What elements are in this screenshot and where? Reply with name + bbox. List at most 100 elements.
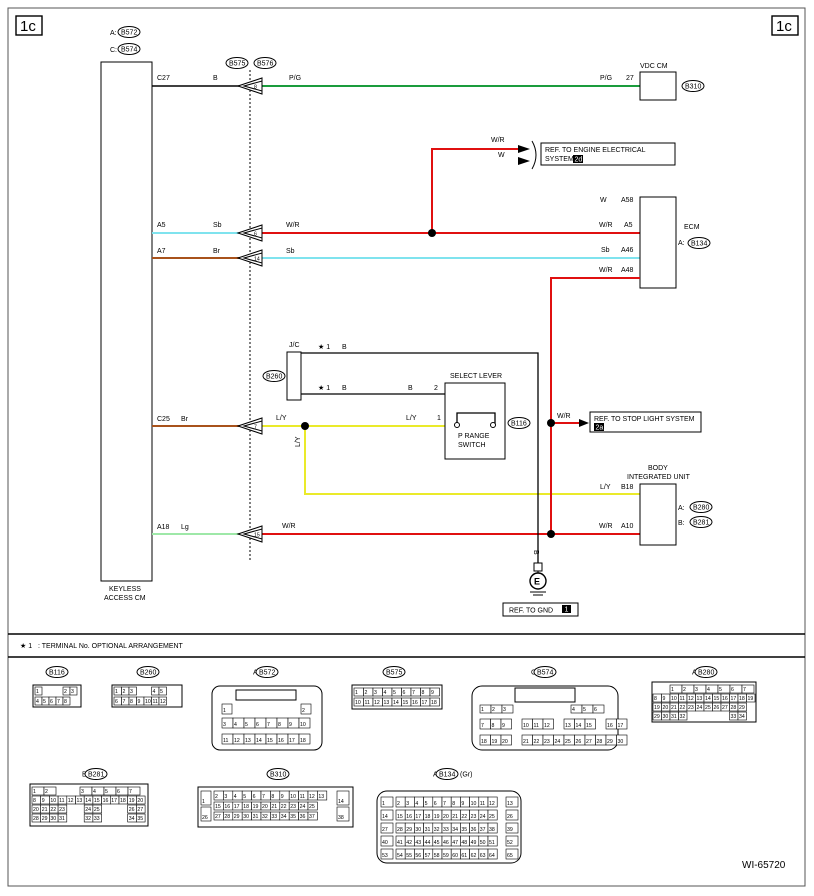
svg-text:4: 4 (153, 689, 156, 695)
connector-view-label: B281 (88, 772, 104, 779)
svg-text:38: 38 (489, 827, 495, 833)
svg-text:2: 2 (683, 687, 686, 693)
svg-text:4: 4 (572, 707, 575, 713)
svg-text:B134: B134 (691, 241, 707, 248)
svg-text:B576: B576 (257, 61, 273, 68)
svg-text:11: 11 (534, 723, 539, 729)
svg-text:C25: C25 (157, 416, 170, 423)
svg-text:P/G: P/G (600, 75, 612, 82)
svg-text:22: 22 (534, 739, 540, 745)
svg-text:8: 8 (654, 696, 657, 702)
svg-text:63: 63 (480, 853, 486, 859)
svg-text:6: 6 (115, 699, 118, 705)
connector-view-label: B574 (537, 670, 553, 677)
svg-text:11: 11 (59, 798, 64, 804)
svg-text:2a: 2a (596, 425, 604, 432)
svg-text:24: 24 (480, 814, 486, 820)
svg-text:★ 1: ★ 1 (318, 343, 330, 351)
svg-text:9: 9 (138, 699, 141, 705)
svg-text:16: 16 (412, 700, 418, 706)
svg-text:B: B (532, 550, 539, 555)
svg-text:18: 18 (120, 798, 126, 804)
svg-text:18: 18 (481, 739, 487, 745)
svg-text:23: 23 (688, 705, 694, 711)
svg-text:2: 2 (215, 794, 218, 800)
svg-text:2: 2 (302, 708, 305, 714)
svg-text:1c: 1c (20, 18, 36, 35)
svg-text:8: 8 (64, 699, 67, 705)
svg-text:16: 16 (722, 696, 728, 702)
svg-text:1: 1 (36, 689, 39, 695)
svg-text:4: 4 (36, 699, 39, 705)
svg-text:3: 3 (224, 794, 227, 800)
svg-text:7: 7 (129, 789, 132, 795)
svg-text:12: 12 (309, 794, 315, 800)
svg-text:17: 17 (731, 696, 737, 702)
svg-text:13: 13 (77, 798, 83, 804)
ecm-box (639, 196, 677, 289)
page-tag-left: 1c (15, 15, 43, 36)
svg-text:1: 1 (355, 690, 358, 696)
svg-text:W/R: W/R (599, 222, 613, 229)
svg-text:A46: A46 (621, 247, 634, 254)
connector-view-label: B116 (49, 670, 65, 677)
svg-text:B: B (342, 344, 347, 351)
svg-text:27: 27 (722, 705, 728, 711)
svg-text:A:: A: (678, 240, 685, 247)
svg-text:24: 24 (85, 807, 91, 813)
svg-text:B18: B18 (621, 484, 634, 491)
connector-view-tag: B:B281 (82, 768, 108, 780)
svg-text:12: 12 (544, 723, 550, 729)
connector-view-tag: B116 (45, 666, 69, 678)
svg-text:41: 41 (397, 840, 403, 846)
svg-text:10: 10 (300, 722, 306, 728)
connector-views: B11612345678B260123456789101112A:B572123… (29, 666, 757, 864)
svg-text:W/R: W/R (286, 222, 300, 229)
svg-text:2: 2 (434, 385, 438, 392)
svg-text:29: 29 (607, 739, 613, 745)
svg-text:4: 4 (93, 789, 96, 795)
svg-text:12: 12 (374, 700, 380, 706)
svg-text:13: 13 (507, 801, 513, 807)
svg-text:31: 31 (671, 714, 677, 720)
svg-text:32: 32 (680, 714, 686, 720)
svg-text:21: 21 (671, 705, 677, 711)
svg-text:L/Y: L/Y (295, 436, 302, 447)
svg-text:A:: A: (110, 30, 117, 37)
svg-text:5: 5 (245, 722, 248, 728)
svg-text:48: 48 (461, 840, 467, 846)
svg-text:2d: 2d (575, 157, 583, 164)
svg-text:16: 16 (278, 738, 284, 744)
svg-text:30: 30 (663, 714, 669, 720)
svg-text:4: 4 (707, 687, 710, 693)
svg-text:39: 39 (507, 827, 513, 833)
svg-text:17: 17 (111, 798, 117, 804)
svg-text:59: 59 (443, 853, 449, 859)
svg-text:29: 29 (234, 814, 240, 820)
connector-tag (117, 26, 141, 38)
svg-text:49: 49 (471, 840, 477, 846)
svg-text:52: 52 (507, 840, 513, 846)
svg-text:18: 18 (243, 804, 249, 810)
joint-pin-label: 15 (254, 533, 260, 539)
svg-text:20: 20 (663, 705, 669, 711)
svg-text:8: 8 (422, 690, 425, 696)
svg-text:20: 20 (262, 804, 268, 810)
svg-text:1: 1 (565, 607, 569, 614)
svg-text:16: 16 (103, 798, 109, 804)
connector-tag (689, 501, 713, 513)
svg-text:5: 5 (43, 699, 46, 705)
svg-text:6: 6 (403, 690, 406, 696)
joint-pin-label: 8 (254, 85, 257, 91)
svg-text:31: 31 (425, 827, 431, 833)
svg-text:10: 10 (523, 723, 529, 729)
svg-text:7: 7 (267, 722, 270, 728)
svg-text:W: W (498, 152, 505, 159)
svg-text:13: 13 (384, 700, 390, 706)
wire-ly-yellow-biu (304, 426, 640, 495)
svg-text:A5: A5 (157, 222, 166, 229)
figure-id: WI-65720 (742, 860, 786, 871)
svg-text:B116: B116 (511, 421, 527, 428)
